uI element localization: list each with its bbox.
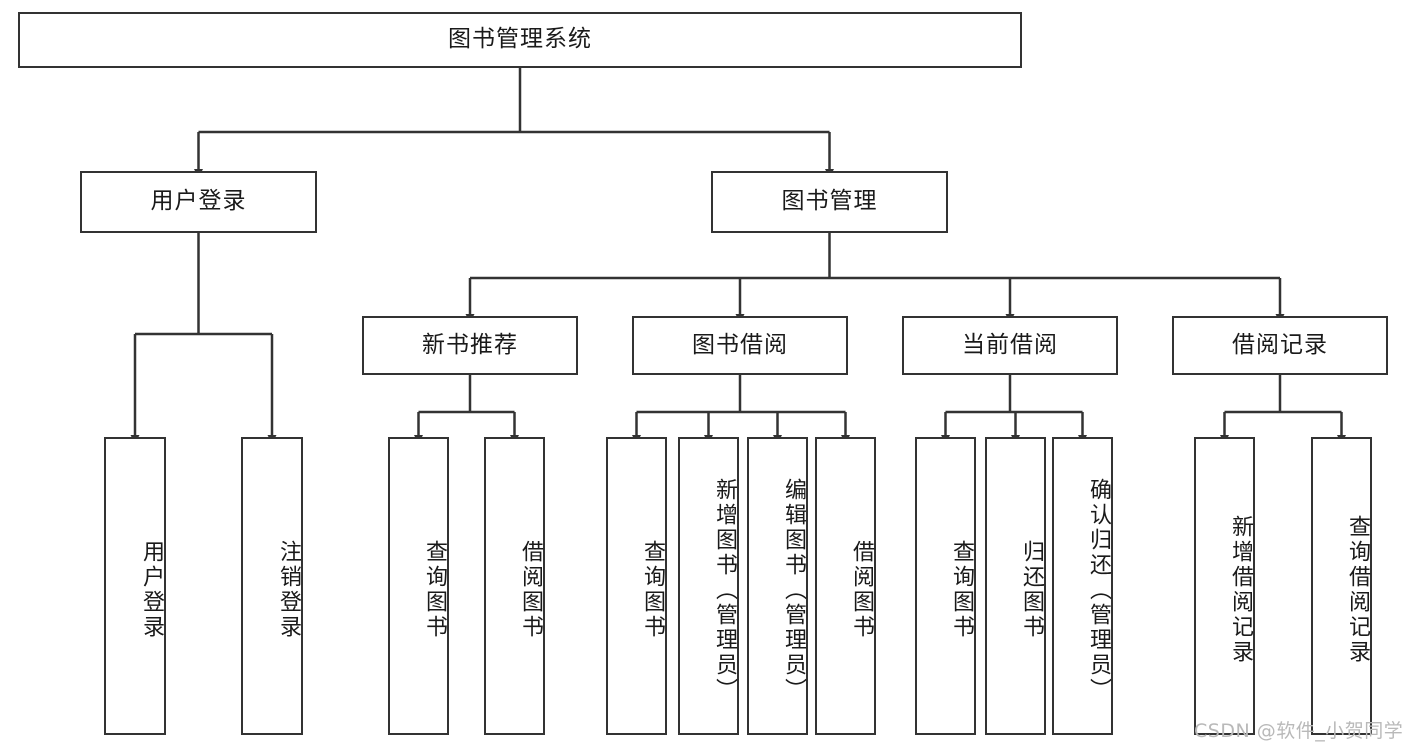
node-label: 借阅图书 [849,540,874,640]
node-label: 查询借阅记录 [1345,515,1370,665]
watermark-label: CSDN @软件_小贺同学 [1194,720,1404,742]
node-label: 查询图书 [422,540,447,640]
node-leaf-cur-confirm[interactable]: 确认归还（管理员） [1052,437,1113,735]
node-leaf-rec-add[interactable]: 新增借阅记录 [1194,437,1255,735]
node-label: 编辑图书（管理员） [781,477,806,703]
node-label: 注销登录 [276,540,301,640]
node-label: 借阅记录 [1232,331,1328,358]
node-new-book-rec[interactable]: 新书推荐 [362,316,578,375]
node-leaf-borrow-query[interactable]: 查询图书 [606,437,667,735]
edge-layer [130,68,1346,444]
node-label: 查询图书 [949,540,974,640]
node-label: 查询图书 [640,540,665,640]
node-leaf-rec-borrow[interactable]: 借阅图书 [484,437,545,735]
node-label: 新增借阅记录 [1228,515,1253,665]
node-label: 图书管理系统 [448,26,592,53]
node-current-borrow[interactable]: 当前借阅 [902,316,1118,375]
node-leaf-user-logout[interactable]: 注销登录 [241,437,303,735]
node-label: 归还图书 [1019,540,1044,640]
node-user-login[interactable]: 用户登录 [80,171,317,233]
node-label: 确认归还（管理员） [1086,477,1111,703]
node-label: 用户登录 [139,540,164,640]
node-book-borrow[interactable]: 图书借阅 [632,316,848,375]
node-leaf-rec-search[interactable]: 查询借阅记录 [1311,437,1372,735]
node-label: 借阅图书 [518,540,543,640]
node-leaf-cur-query[interactable]: 查询图书 [915,437,976,735]
node-label: 图书借阅 [692,331,788,358]
node-label: 用户登录 [150,188,247,215]
node-leaf-book-borrow[interactable]: 借阅图书 [815,437,876,735]
node-leaf-cur-return[interactable]: 归还图书 [985,437,1046,735]
node-label: 新书推荐 [422,331,518,358]
node-label: 当前借阅 [962,331,1058,358]
node-borrow-record[interactable]: 借阅记录 [1172,316,1388,375]
node-leaf-book-add[interactable]: 新增图书（管理员） [678,437,739,735]
node-book-manage[interactable]: 图书管理 [711,171,948,233]
node-label: 图书管理 [781,188,878,215]
node-label: 新增图书（管理员） [712,477,737,703]
node-leaf-user-login[interactable]: 用户登录 [104,437,166,735]
node-leaf-rec-query[interactable]: 查询图书 [388,437,449,735]
node-leaf-book-edit[interactable]: 编辑图书（管理员） [747,437,808,735]
node-root[interactable]: 图书管理系统 [18,12,1022,68]
